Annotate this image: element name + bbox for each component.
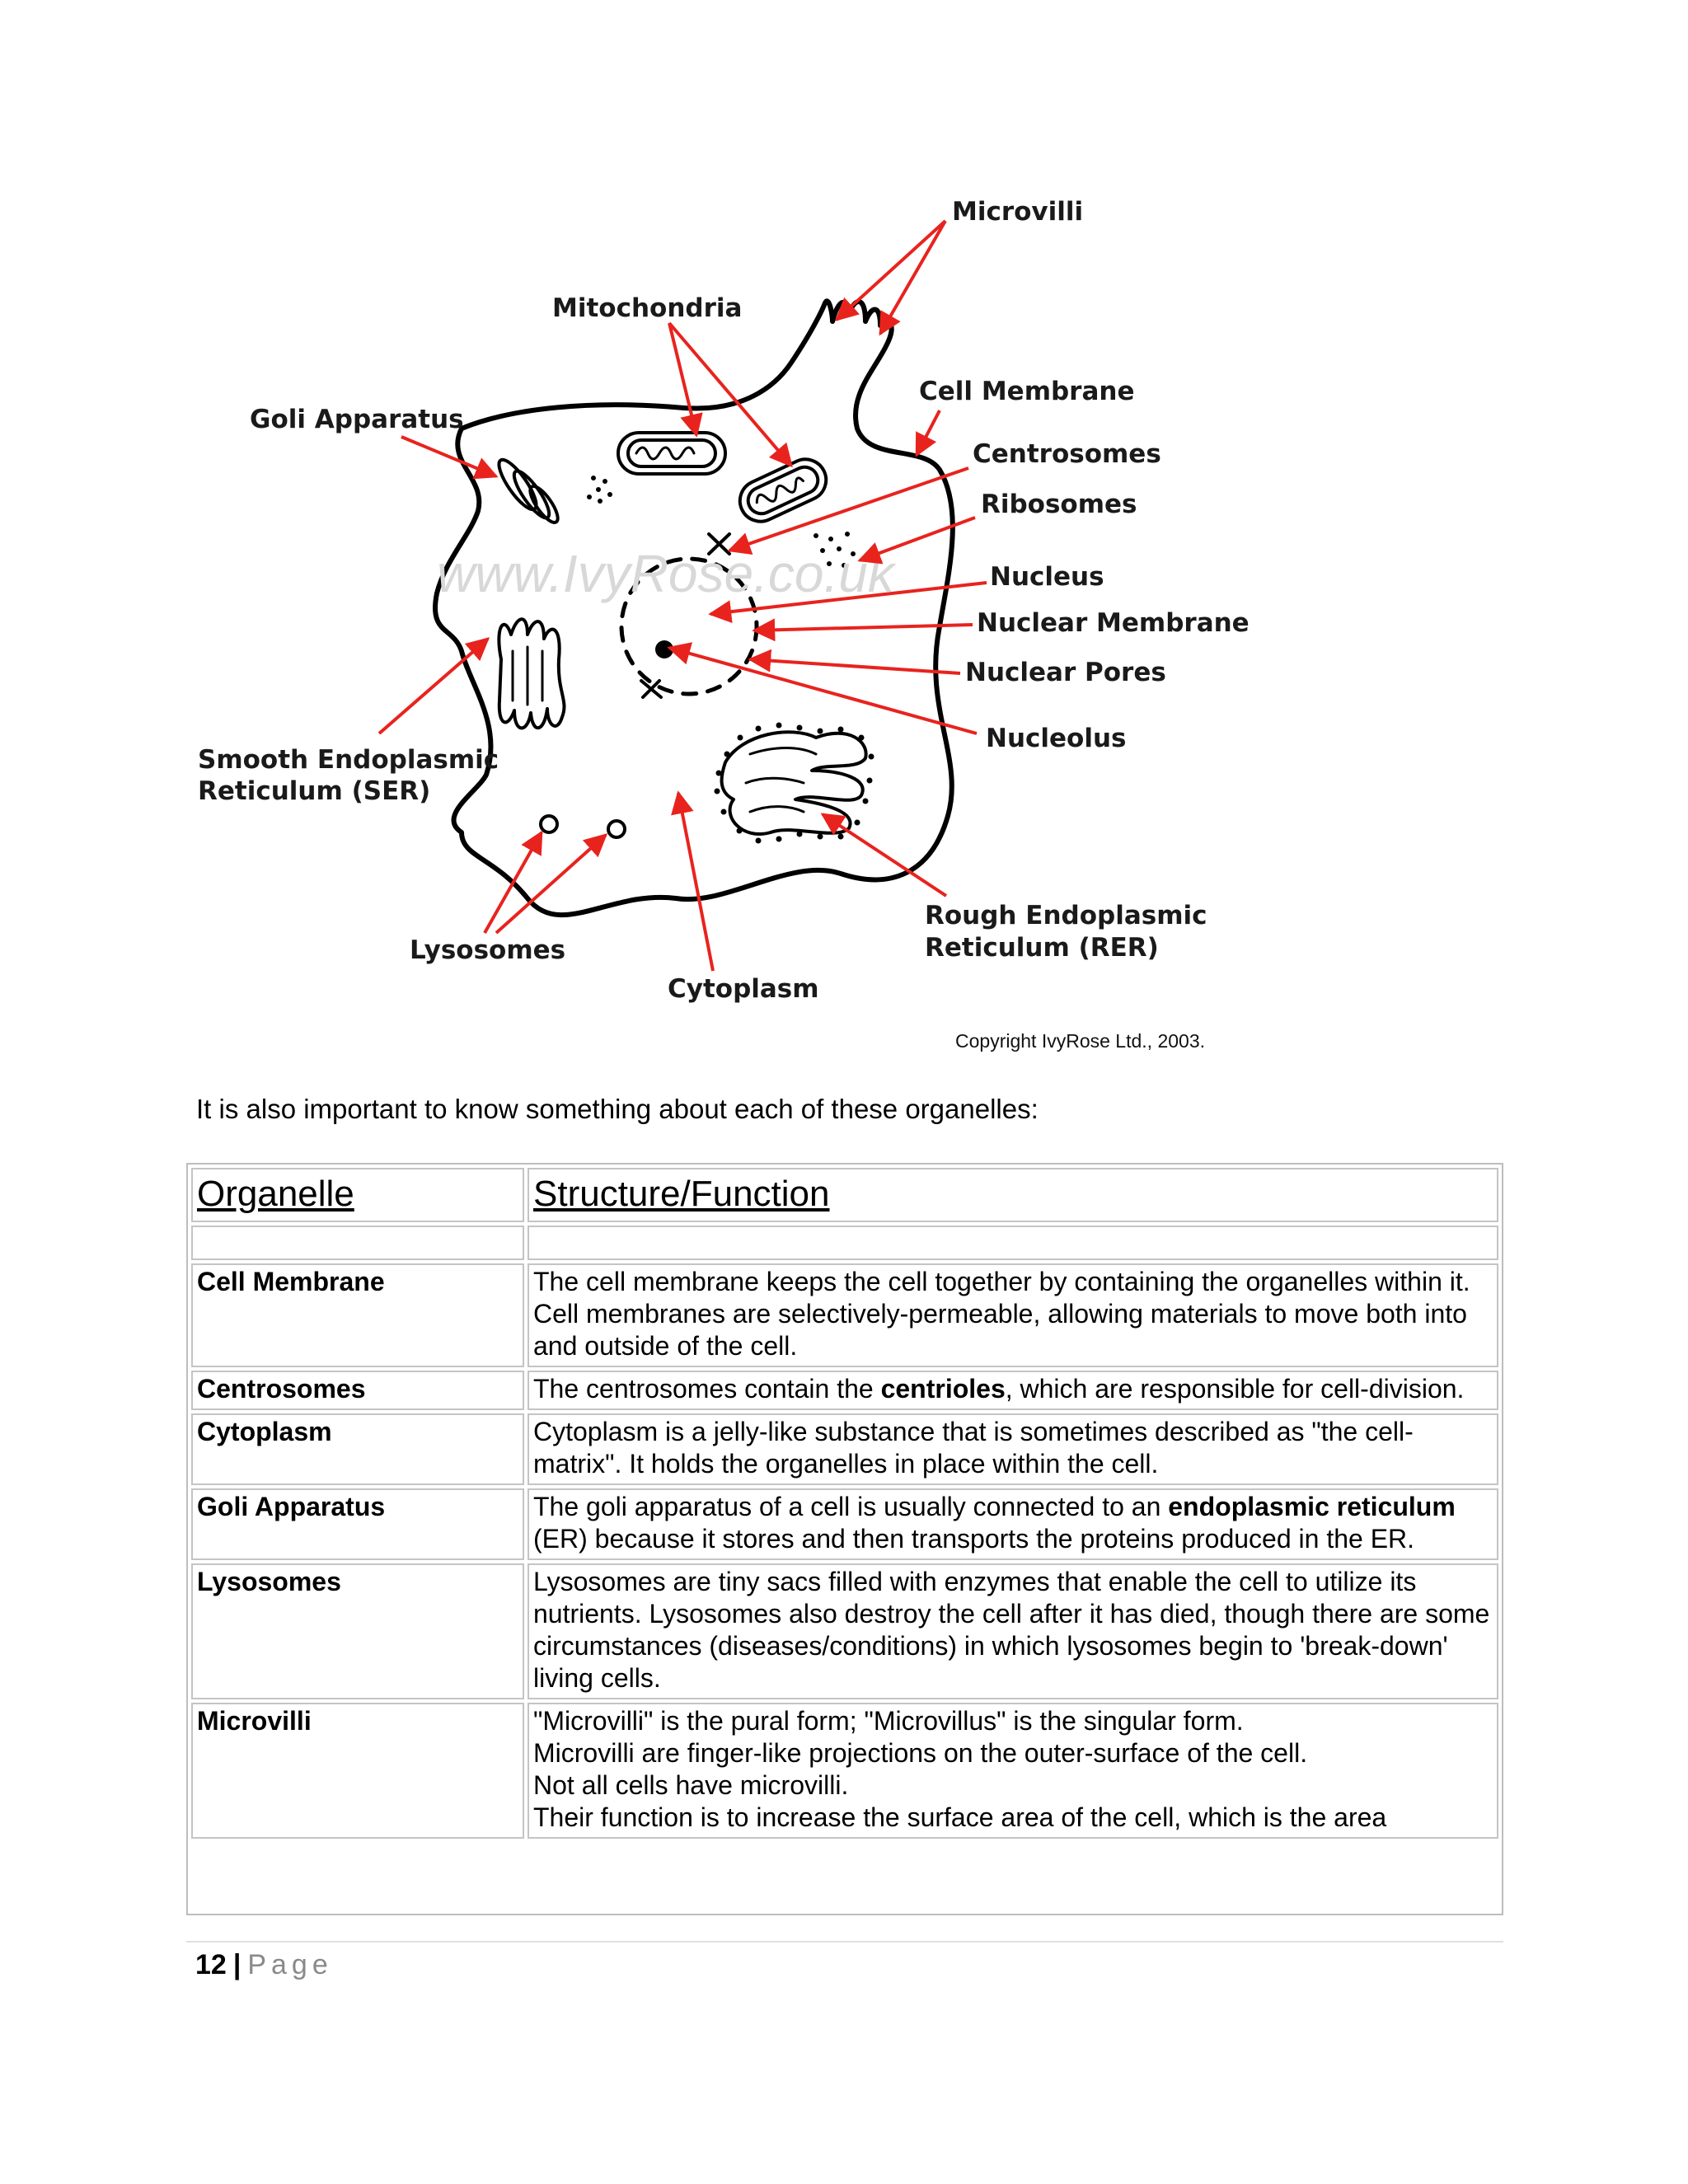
- desc-bold-text: endoplasmic reticulum: [1168, 1492, 1456, 1521]
- organelle-name: Cell Membrane: [191, 1263, 524, 1367]
- label-mitochondria: Mitochondria: [552, 293, 742, 323]
- desc-line: Not all cells have microvilli.: [533, 1770, 849, 1800]
- organelle-function: The goli apparatus of a cell is usually …: [528, 1488, 1498, 1560]
- label-centrosomes: Centrosomes: [973, 439, 1161, 469]
- rough-er-shape: [720, 730, 868, 836]
- page-number: 12: [195, 1949, 227, 1980]
- organelle-table-container: Organelle Structure/Function Cell Membra…: [186, 1163, 1503, 1915]
- organelle-function: Lysosomes are tiny sacs filled with enzy…: [528, 1563, 1498, 1699]
- table-row: Cell Membrane The cell membrane keeps th…: [191, 1263, 1498, 1367]
- mitochondrion-shape-1: [617, 431, 727, 476]
- ribosome-dots-right: [814, 532, 856, 568]
- table-row: Goli Apparatus The goli apparatus of a c…: [191, 1488, 1498, 1560]
- organelle-name: Cytoplasm: [191, 1413, 524, 1485]
- label-nuclear-pores: Nuclear Pores: [965, 658, 1166, 687]
- table-row: Lysosomes Lysosomes are tiny sacs filled…: [191, 1563, 1498, 1699]
- table-header-row: Organelle Structure/Function: [191, 1168, 1498, 1222]
- copyright: Copyright IvyRose Ltd., 2003.: [955, 1030, 1205, 1052]
- table-row: Cytoplasm Cytoplasm is a jelly-like subs…: [191, 1413, 1498, 1485]
- page-footer: 12|Page: [195, 1947, 333, 1982]
- label-nuclear-membrane: Nuclear Membrane: [977, 608, 1250, 638]
- label-ribosomes: Ribosomes: [981, 490, 1137, 519]
- cell-outline: [433, 298, 955, 918]
- label-rer-line2: Reticulum (RER): [925, 933, 1159, 963]
- cell-diagram: www.IvyRose.co.uk Microvilli Mitochondri…: [198, 197, 1250, 1052]
- label-cytoplasm: Cytoplasm: [668, 974, 819, 1004]
- organelle-function: "Microvilli" is the pural form; "Microvi…: [528, 1703, 1498, 1839]
- label-arrows: [377, 219, 987, 972]
- footer-separator: |: [232, 1949, 241, 1980]
- rough-er-ribosome-dots: [714, 722, 874, 844]
- centrosome-shapes: [640, 532, 731, 699]
- watermark: www.IvyRose.co.uk: [437, 544, 897, 603]
- ribosome-dots-left: [587, 476, 612, 504]
- footer-divider: [186, 1941, 1503, 1943]
- desc-text: , which are responsible for cell-divisio…: [1005, 1374, 1465, 1404]
- label-nucleus: Nucleus: [990, 562, 1104, 592]
- golgi-apparatus-shape: [497, 457, 560, 524]
- organelle-function: The cell membrane keeps the cell togethe…: [528, 1263, 1498, 1367]
- organelle-name: Lysosomes: [191, 1563, 524, 1699]
- organelle-function: Cytoplasm is a jelly-like substance that…: [528, 1413, 1498, 1485]
- intro-text: It is also important to know something a…: [196, 1094, 1039, 1124]
- organelle-name: Centrosomes: [191, 1371, 524, 1410]
- smooth-er-shape: [497, 617, 566, 730]
- desc-text: The centrosomes contain the: [533, 1374, 881, 1404]
- organelle-name: Microvilli: [191, 1703, 524, 1839]
- spacer-cell: [191, 1226, 524, 1260]
- table-row: Centrosomes The centrosomes contain the …: [191, 1371, 1498, 1410]
- table-spacer-row: [191, 1226, 1498, 1260]
- desc-line: "Microvilli" is the pural form; "Microvi…: [533, 1706, 1244, 1736]
- label-cell-membrane: Cell Membrane: [919, 377, 1135, 406]
- header-function: Structure/Function: [528, 1168, 1498, 1222]
- mitochondrion-shape-2: [738, 457, 828, 523]
- label-ser-line1: Smooth Endoplasmic: [198, 745, 499, 775]
- desc-bold-text: centrioles: [880, 1374, 1006, 1404]
- label-rer-line1: Rough Endoplasmic: [925, 901, 1207, 930]
- label-microvilli: Microvilli: [952, 197, 1083, 227]
- table-row: Microvilli "Microvilli" is the pural for…: [191, 1703, 1498, 1839]
- page-word: Page: [247, 1949, 333, 1980]
- desc-line: Their function is to increase the surfac…: [533, 1802, 1387, 1832]
- spacer-cell: [528, 1226, 1498, 1260]
- organelle-table: Organelle Structure/Function Cell Membra…: [188, 1165, 1502, 1842]
- desc-text: The goli apparatus of a cell is usually …: [533, 1492, 1169, 1521]
- header-organelle: Organelle: [191, 1168, 524, 1222]
- label-goli-apparatus: Goli Apparatus: [250, 405, 464, 434]
- label-nucleolus: Nucleolus: [986, 724, 1127, 753]
- desc-line: Microvilli are finger-like projections o…: [533, 1738, 1308, 1768]
- organelle-function: The centrosomes contain the centrioles, …: [528, 1371, 1498, 1410]
- lysosome-shapes: [539, 814, 626, 839]
- desc-text: (ER) because it stores and then transpor…: [533, 1524, 1415, 1554]
- label-ser-line2: Reticulum (SER): [198, 776, 430, 806]
- organelle-name: Goli Apparatus: [191, 1488, 524, 1560]
- label-lysosomes: Lysosomes: [410, 935, 565, 965]
